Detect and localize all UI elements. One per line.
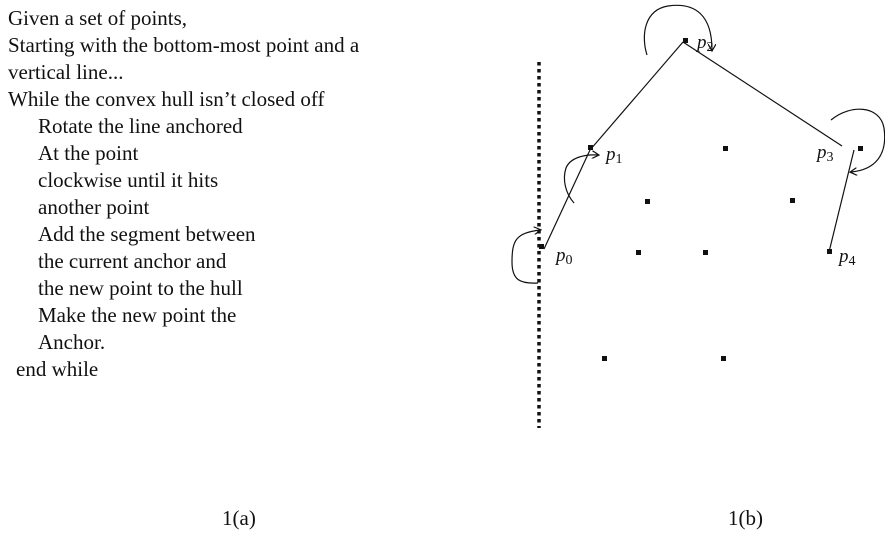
label-p4: p4	[837, 246, 856, 269]
point-p1	[588, 145, 593, 150]
point	[602, 356, 607, 361]
point	[636, 250, 641, 255]
rotation-arrow-p0	[511, 230, 540, 284]
hull-edge-p3-p4	[828, 149, 855, 253]
point-p4	[827, 249, 832, 254]
points	[539, 38, 863, 361]
algorithm-line-1: Given a set of points,	[8, 6, 188, 30]
rotation-arrow-p1	[563, 155, 598, 204]
algorithm-line-8: another point	[38, 195, 150, 219]
algorithm-line-4: While the convex hull isn’t closed off	[8, 87, 325, 111]
point	[703, 250, 708, 255]
algorithm-line-14: end while	[16, 357, 99, 381]
label-p2: p2	[695, 32, 714, 55]
rotation-arrow-p2	[643, 4, 712, 56]
label-p1: p1	[604, 144, 623, 167]
hull-edges	[543, 41, 855, 253]
algorithm-line-2: Starting with the bottom-most point and …	[8, 33, 360, 57]
algorithm-line-6: At the point	[38, 141, 139, 165]
algorithm-line-9: Add the segment between	[38, 222, 256, 246]
hull-edge-p2-p3	[682, 41, 843, 147]
algorithm-text: Given a set of points, Starting with the…	[8, 5, 508, 383]
point-p2	[683, 38, 688, 43]
caption-1b: 1(b)	[728, 506, 763, 530]
hull-edge-p1-p2	[589, 41, 684, 151]
point-p3	[858, 146, 863, 151]
label-p3: p3	[815, 142, 834, 165]
hull-edge-p0-p1	[543, 149, 591, 250]
point-p0	[539, 244, 544, 249]
algorithm-line-12: Make the new point the	[38, 303, 237, 327]
algorithm-line-13: Anchor.	[38, 330, 106, 354]
point	[721, 356, 726, 361]
point	[723, 146, 728, 151]
label-p0: p0	[554, 245, 573, 268]
point	[645, 199, 650, 204]
algorithm-line-11: the new point to the hull	[38, 276, 243, 300]
algorithm-line-5: Rotate the line anchored	[38, 114, 243, 138]
rotation-arrows	[511, 4, 885, 284]
rotation-arrow-p3	[830, 108, 885, 172]
caption-1a: 1(a)	[222, 506, 256, 530]
algorithm-line-3: vertical line...	[8, 60, 124, 84]
point	[790, 198, 795, 203]
algorithm-line-7: clockwise until it hits	[38, 168, 219, 192]
algorithm-line-10: the current anchor and	[38, 249, 227, 273]
